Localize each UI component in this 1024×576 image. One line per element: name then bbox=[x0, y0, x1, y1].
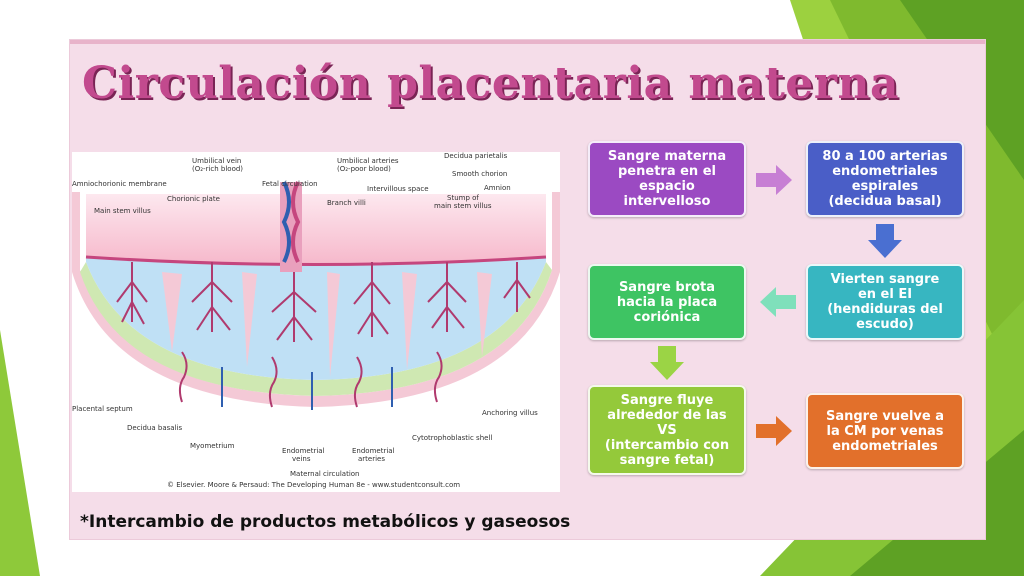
flow-box-1-line: intervelloso bbox=[623, 194, 711, 209]
label-stump: Stump of bbox=[447, 194, 479, 202]
flow-box-1-line: Sangre materna bbox=[607, 149, 727, 164]
label-endometrial-arteries: Endometrial bbox=[352, 447, 395, 455]
flow-box-5: Sangre fluye alrededor de las VS (interc… bbox=[588, 385, 746, 475]
flow-box-2-line: espirales bbox=[851, 179, 919, 194]
flow-box-6-line: la CM por venas bbox=[826, 423, 944, 439]
label-cytotrophoblastic-shell: Cytotrophoblastic shell bbox=[412, 434, 493, 442]
flow-box-5-line: sangre fetal) bbox=[619, 452, 715, 468]
flow-box-2-line: (decidua basal) bbox=[828, 194, 942, 209]
label-amniochorionic: Amniochorionic membrane bbox=[72, 180, 167, 188]
placenta-diagram: Amniochorionic membrane Umbilical vein (… bbox=[72, 152, 560, 492]
flow-box-6-line: Sangre vuelve a bbox=[825, 408, 945, 424]
label-branch-villi: Branch villi bbox=[327, 199, 366, 207]
label-decidua-parietalis: Decidua parietalis bbox=[444, 152, 508, 160]
label-umbilical-arteries-sub: (O₂-poor blood) bbox=[337, 165, 391, 173]
flow-box-4-line: coriónica bbox=[633, 309, 701, 325]
label-placental-septum: Placental septum bbox=[72, 405, 133, 413]
flow-box-1-line: penetra en el bbox=[618, 164, 716, 179]
label-umbilical-arteries: Umbilical arteries bbox=[337, 157, 399, 165]
flow-box-6: Sangre vuelve a la CM por venas endometr… bbox=[806, 393, 964, 469]
label-main-stem-villus: Main stem villus bbox=[94, 207, 151, 215]
label-intervillous-space: Intervillous space bbox=[367, 185, 429, 193]
label-endometrial-veins-sub: veins bbox=[292, 455, 311, 463]
flow-box-4: Sangre brota hacia la placa coriónica bbox=[588, 264, 746, 340]
arrow-left-icon bbox=[760, 287, 796, 317]
label-chorionic-plate: Chorionic plate bbox=[167, 195, 220, 203]
arrow-right-icon bbox=[756, 165, 792, 195]
label-stump-sub: main stem villus bbox=[434, 202, 492, 210]
label-maternal-circulation: Maternal circulation bbox=[290, 470, 360, 478]
label-umbilical-vein: Umbilical vein bbox=[192, 157, 242, 165]
label-endometrial-veins: Endometrial bbox=[282, 447, 325, 455]
flow-box-1: Sangre materna penetra en el espacio int… bbox=[588, 141, 746, 217]
flow-box-5-line: Sangre fluye bbox=[620, 392, 714, 408]
flow-box-6-line: endometriales bbox=[832, 438, 938, 454]
label-anchoring-villus: Anchoring villus bbox=[482, 409, 538, 417]
flow-box-3: Vierten sangre en el EI (hendiduras del … bbox=[806, 264, 964, 340]
flow-box-2: 80 a 100 arterias endometriales espirale… bbox=[806, 141, 964, 217]
flow-box-5-line: VS bbox=[657, 422, 677, 438]
label-credit: © Elsevier. Moore & Persaud: The Develop… bbox=[167, 481, 461, 489]
label-endometrial-arteries-sub: arteries bbox=[358, 455, 385, 463]
flow-box-5-line: alrededor de las bbox=[607, 407, 727, 423]
flow-box-4-line: Sangre brota bbox=[618, 279, 716, 295]
flow-box-4-line: hacia la placa bbox=[616, 294, 718, 310]
flow-box-3-line: escudo) bbox=[856, 317, 914, 332]
label-fetal-circulation: Fetal circulation bbox=[262, 180, 318, 188]
arrow-right-icon bbox=[756, 416, 792, 446]
label-amnion: Amnion bbox=[484, 184, 511, 192]
label-smooth-chorion: Smooth chorion bbox=[452, 170, 508, 178]
flow-box-1-line: espacio bbox=[639, 179, 695, 194]
flow-box-5-line: (intercambio con bbox=[604, 437, 730, 453]
label-myometrium: Myometrium bbox=[190, 442, 235, 450]
label-umbilical-vein-sub: (O₂-rich blood) bbox=[192, 165, 244, 173]
slide-title: Circulación placentaria materna bbox=[82, 58, 899, 109]
arrow-down-icon bbox=[868, 224, 902, 258]
flow-box-2-line: endometriales bbox=[832, 164, 938, 179]
flow-box-2-line: 80 a 100 arterias bbox=[822, 149, 948, 164]
footnote: *Intercambio de productos metabólicos y … bbox=[80, 512, 571, 532]
arrow-down-icon bbox=[650, 346, 684, 380]
flow-box-3-line: en el EI bbox=[857, 287, 913, 302]
placenta-illustration bbox=[72, 181, 560, 410]
flow-box-3-line: (hendiduras del bbox=[827, 302, 943, 317]
flow-box-3-line: Vierten sangre bbox=[830, 272, 940, 287]
label-decidua-basalis: Decidua basalis bbox=[127, 424, 183, 432]
